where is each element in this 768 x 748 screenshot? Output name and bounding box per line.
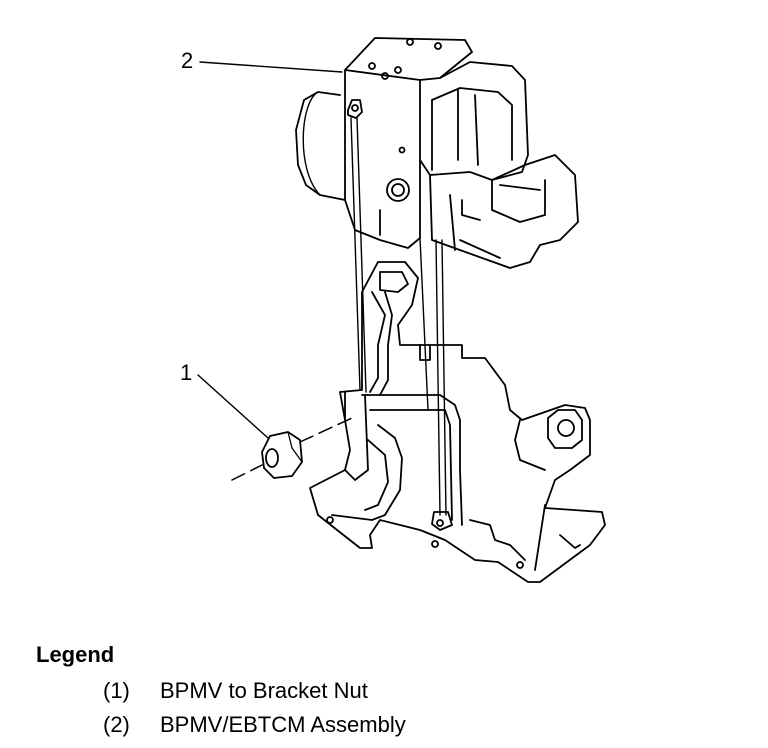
legend-item-number: (2): [103, 712, 130, 737]
leader-line-1: [197, 374, 269, 439]
nut-install-path: [231, 417, 353, 481]
mounting-bracket: [309, 261, 606, 583]
legend-title: Legend: [36, 642, 115, 667]
exploded-view-illustration: [197, 37, 606, 583]
leader-line-2: [199, 61, 343, 73]
bracket-stud: [431, 511, 453, 531]
callout-1: 1: [180, 360, 193, 385]
legend-item: (2) BPMV/EBTCM Assembly: [36, 708, 736, 742]
callout-2: 2: [181, 48, 194, 73]
legend-item-label: BPMV/EBTCM Assembly: [160, 712, 406, 737]
legend-item-number: (1): [103, 678, 130, 703]
bpmv-ebtcm-assembly: [295, 37, 579, 269]
legend-item: (1) BPMV to Bracket Nut: [36, 674, 736, 708]
legend: Legend (1) BPMV to Bracket Nut (2) BPMV/…: [36, 641, 736, 742]
alignment-lines: [350, 117, 447, 516]
legend-item-label: BPMV to Bracket Nut: [160, 678, 368, 703]
bpmv-to-bracket-nut: [261, 431, 303, 479]
